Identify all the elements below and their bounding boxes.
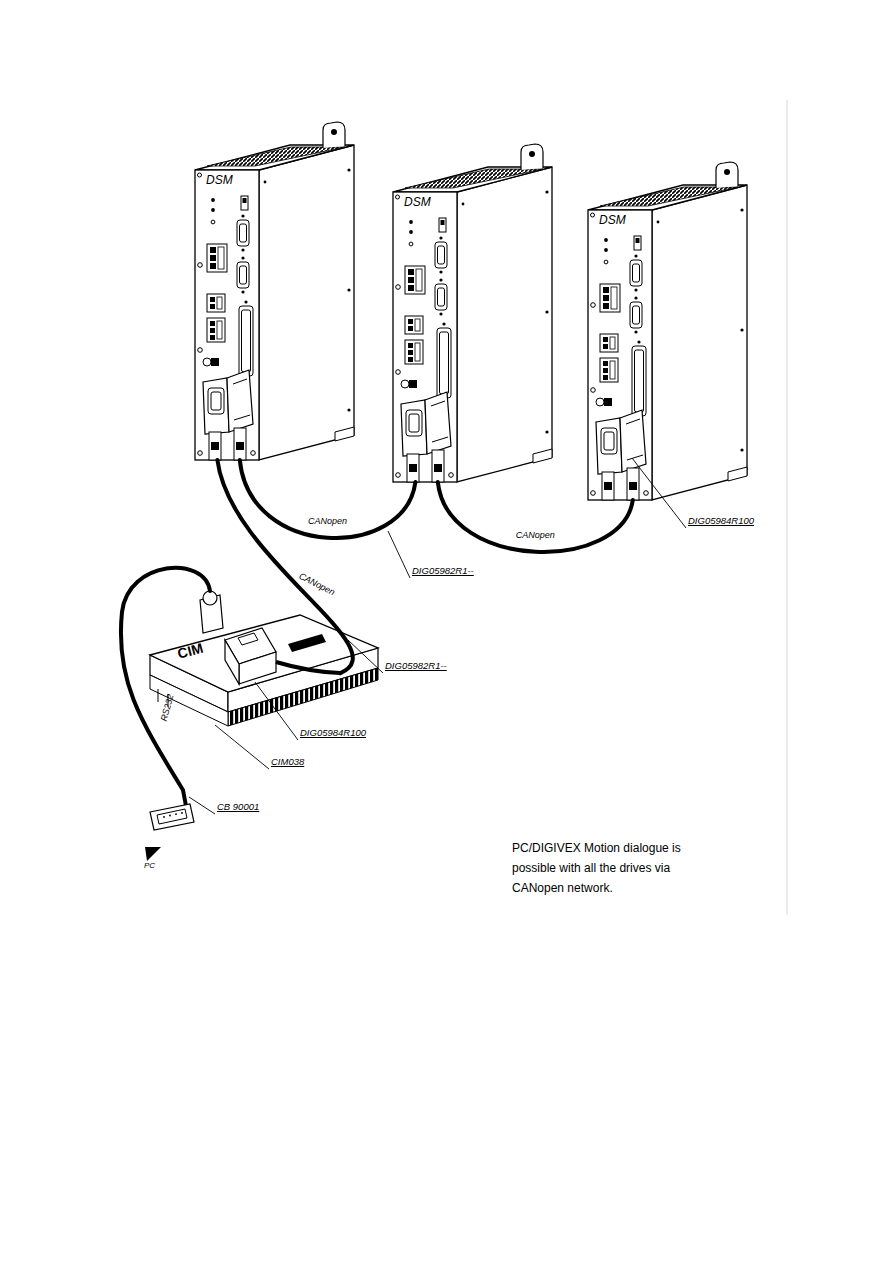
drive-housing: DSM	[588, 210, 652, 500]
cable-label: CANopen	[514, 531, 557, 541]
callout-label: DIG05982R1--	[385, 661, 447, 671]
drive-housing: DSM	[195, 170, 259, 460]
drive-name: DSM	[404, 196, 431, 209]
note-text: PC/DIGIVEX Motion dialogue is possible w…	[512, 838, 694, 898]
canopen-cable	[240, 460, 416, 538]
cable-label: CANopen	[306, 517, 349, 527]
interface-module: CIM	[150, 615, 340, 725]
callout-label: DIG05982R1--	[412, 566, 474, 576]
drive-name: DSM	[599, 214, 626, 227]
cable-label: CANopen	[295, 571, 338, 599]
canopen-cable	[217, 460, 352, 673]
drive-housing: DSM	[393, 192, 457, 482]
pc-label: PC	[144, 862, 155, 871]
callout-label: DIG05984R100	[688, 516, 754, 526]
cable-label: RS232	[160, 693, 177, 722]
callout-label: CB 90001	[217, 802, 259, 812]
canopen-cable	[438, 482, 633, 552]
callout-label: CIM038	[271, 757, 304, 767]
module-name: CIM	[176, 641, 205, 663]
drive-name: DSM	[206, 174, 233, 187]
callout-label: DIG05984R100	[300, 728, 366, 738]
